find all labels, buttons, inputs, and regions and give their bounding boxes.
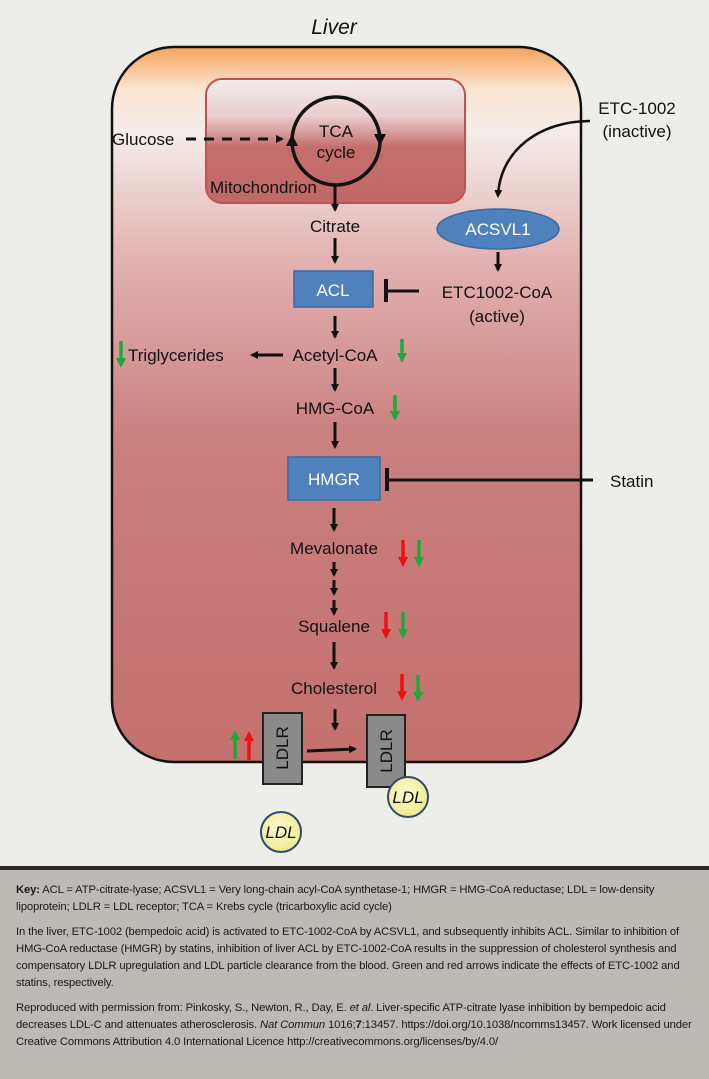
key-text: ACL = ATP-citrate-lyase; ACSVL1 = Very l… xyxy=(16,884,655,913)
acsvl1-enzyme[interactable] xyxy=(436,208,560,250)
mevalonate-label: Mevalonate xyxy=(290,539,378,558)
key-label: Key: xyxy=(16,884,40,896)
arrow-ldlr-translocation xyxy=(306,745,357,754)
ref-journal: Nat Commun xyxy=(259,1019,326,1031)
ref-prefix: Reproduced with permission from: Pinkosk… xyxy=(16,1002,350,1014)
hmgr-box[interactable] xyxy=(287,456,381,501)
figure-caption: Key: ACL = ATP-citrate-lyase; ACSVL1 = V… xyxy=(0,866,709,1079)
ldlr-box-1[interactable] xyxy=(262,712,303,785)
ref-etal: et al xyxy=(349,1002,371,1014)
etc1002-coa-line2: (active) xyxy=(469,307,525,326)
ldlr-box-2[interactable] xyxy=(366,714,406,788)
acl-box[interactable] xyxy=(293,270,374,308)
caption-reference: Reproduced with permission from: Pinkosk… xyxy=(16,1000,693,1051)
acetyl-coa-label: Acetyl-CoA xyxy=(292,346,378,365)
tca-arrowhead-left xyxy=(286,134,298,146)
ldl-label-free: LDL xyxy=(265,823,296,842)
arrow-etc1002-acsvl1 xyxy=(494,119,591,198)
glucose-label: Glucose xyxy=(112,130,174,149)
ldlr-label-2: LDLR xyxy=(377,729,396,772)
ldlr-label-1: LDLR xyxy=(273,726,292,769)
caption-key: Key: ACL = ATP-citrate-lyase; ACSVL1 = V… xyxy=(16,882,693,916)
liver-title: Liver xyxy=(311,16,358,39)
ref-suffix[interactable]: :13457. https://doi.org/10.1038/ncomms13… xyxy=(16,1019,692,1048)
ref-year: 1016; xyxy=(325,1019,356,1031)
etc1002-coa-line1: ETC1002-CoA xyxy=(442,283,553,302)
mitochondrion-label: Mitochondrion xyxy=(210,178,317,197)
acsvl1-label: ACSVL1 xyxy=(465,220,530,239)
acl-label: ACL xyxy=(316,281,349,300)
ldl-particle-bound[interactable] xyxy=(387,776,429,818)
effect-arrows xyxy=(116,339,424,760)
caption-description: In the liver, ETC-1002 (bempedoic acid) … xyxy=(16,926,680,989)
ldl-particle-free[interactable] xyxy=(260,811,302,853)
squalene-label: Squalene xyxy=(298,617,370,636)
etc1002-inactive-line2: (inactive) xyxy=(603,122,672,141)
cholesterol-label: Cholesterol xyxy=(291,679,377,698)
tca-label-line1: TCA xyxy=(319,122,354,141)
ldl-label-bound: LDL xyxy=(392,788,423,807)
tca-arrowhead-right xyxy=(374,134,386,146)
tca-label-line2: cycle xyxy=(317,143,356,162)
statin-label: Statin xyxy=(610,472,653,491)
ref-mid: . Liver-specific ATP-citrate lyase inhib… xyxy=(16,1002,666,1031)
ref-volume: 7 xyxy=(355,1019,362,1031)
triglycerides-label: Triglycerides xyxy=(128,346,224,365)
citrate-label: Citrate xyxy=(310,217,360,236)
etc1002-inactive-line1: ETC-1002 xyxy=(598,99,675,118)
hmg-coa-label: HMG-CoA xyxy=(296,399,375,418)
pathway-diagram: Liver Mitochondrion Glucose TCA cycle Ci… xyxy=(110,16,676,853)
hmgr-label: HMGR xyxy=(308,470,360,489)
